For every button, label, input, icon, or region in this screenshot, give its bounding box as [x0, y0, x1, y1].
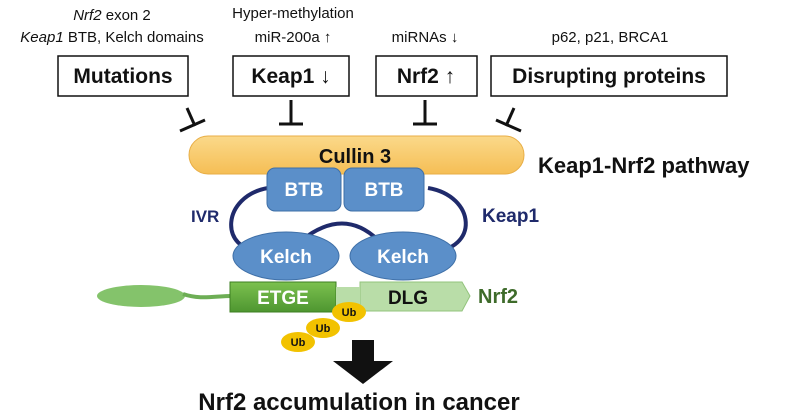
ivr-label: IVR [191, 207, 219, 226]
keap1-label: Keap1 [482, 206, 539, 227]
kelch-left-label: Kelch [260, 247, 312, 268]
btb-right: BTB [343, 167, 425, 212]
etge-label: ETGE [257, 288, 309, 309]
mutations-box: Mutations [57, 55, 189, 97]
nrf2-neh2-tail [97, 285, 185, 307]
inhibition-symbol-nrf2 [413, 100, 437, 126]
nrf2-linker [182, 292, 233, 300]
dlg-domain: DLG [359, 281, 471, 312]
btb-right-label: BTB [364, 180, 403, 201]
disrupting-proteins-box: Disrupting proteins [490, 55, 728, 97]
nrf2-label: Nrf2 [478, 286, 518, 308]
kelch-right-label: Kelch [377, 247, 429, 268]
inhibition-symbol-keap1 [279, 100, 303, 126]
btb-left-label: BTB [284, 180, 323, 201]
ubiquitin-2: Ub [306, 318, 340, 338]
keap1-annotation-line2: miR-200a ↑ [255, 29, 332, 46]
dlg-label: DLG [388, 288, 428, 309]
svg-text:Ub: Ub [342, 307, 357, 319]
disrupting-annotation-line1: p62, p21, BRCA1 [552, 29, 669, 46]
inhibition-symbol-disrupting [495, 107, 522, 133]
btb-left: BTB [266, 167, 342, 212]
ubiquitin-chain: Ub Ub Ub [281, 302, 366, 352]
kelch-right: Kelch [349, 231, 457, 281]
cullin3-label: Cullin 3 [319, 146, 391, 168]
mutations-box-label: Mutations [73, 65, 172, 88]
cullin3: Cullin 3 [188, 135, 525, 175]
mutations-annotation-line1: Nrf2 exon 2 [73, 7, 151, 24]
nrf2-middle-segment [336, 287, 360, 307]
keap1-annotation-line1: Hyper-methylation [232, 5, 354, 22]
inhibition-symbols [179, 100, 522, 133]
nrf2-annotation-line1: miRNAs ↓ [392, 29, 459, 46]
keap1-box: Keap1 ↓ [232, 55, 350, 97]
ubiquitin-1: Ub [332, 302, 366, 322]
down-arrow-icon [333, 340, 393, 384]
nrf2-protein: DLG ETGE [97, 281, 471, 313]
keap1-box-label: Keap1 ↓ [251, 65, 330, 88]
etge-domain: ETGE [229, 281, 337, 313]
svg-text:Ub: Ub [316, 323, 331, 335]
kelch-bridge [300, 221, 380, 242]
nrf2-box: Nrf2 ↑ [375, 55, 478, 97]
ubiquitin-3: Ub [281, 332, 315, 352]
mutations-annotation-line2: Keap1 BTB, Kelch domains [20, 29, 203, 46]
inhibition-symbol-mutations [179, 107, 206, 133]
kelch-left: Kelch [232, 231, 340, 281]
conclusion-text: Nrf2 accumulation in cancer [198, 389, 519, 416]
nrf2-box-label: Nrf2 ↑ [397, 65, 455, 88]
svg-text:Ub: Ub [291, 337, 306, 349]
pathway-title: Keap1-Nrf2 pathway [538, 153, 750, 178]
disrupting-proteins-box-label: Disrupting proteins [512, 65, 706, 88]
